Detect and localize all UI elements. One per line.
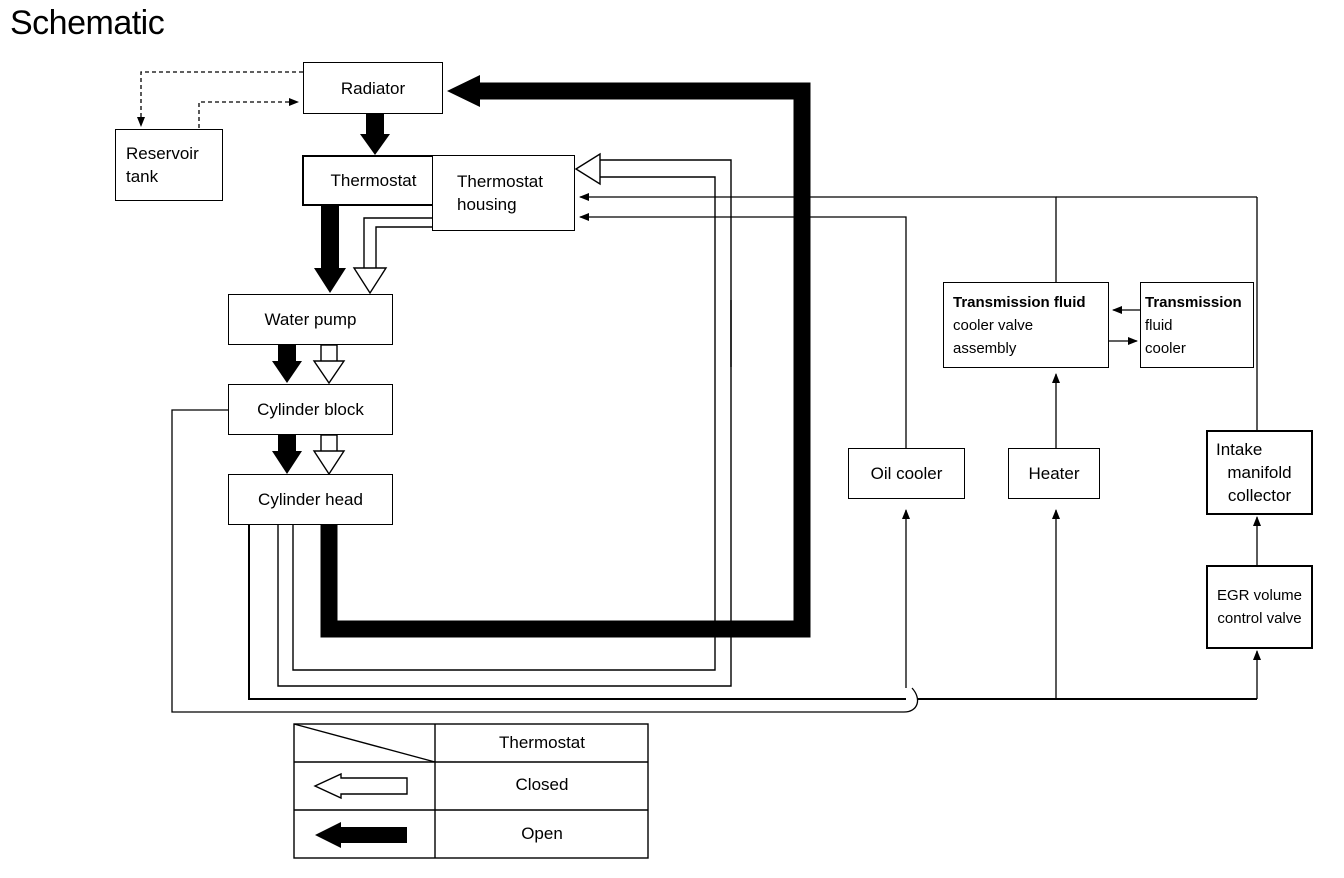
- legend-open-arrow-icon: [315, 822, 407, 848]
- radiator-label: Radiator: [340, 78, 406, 98]
- thermostat-housing-label-2: housing: [457, 195, 517, 214]
- legend-table: [293, 723, 649, 859]
- legend-open-label: Open: [521, 824, 563, 843]
- egr-valve-label-2: control valve: [1217, 610, 1302, 627]
- cylinder-head-box: Cylinder head: [228, 474, 393, 525]
- oil-cooler-label: Oil cooler: [870, 464, 943, 483]
- heater-box: Heater: [1008, 448, 1100, 499]
- thermostat-housing-label-1: Thermostat: [457, 172, 543, 191]
- intake-manifold-label-2: manifold: [1227, 463, 1292, 482]
- radiator-box: Radiator: [303, 62, 443, 114]
- page-title: Schematic: [10, 4, 165, 42]
- housing-inlet-outline-arrowhead: [574, 152, 601, 186]
- water-pump-label: Water pump: [264, 310, 357, 329]
- reservoir-tank-label-2: tank: [126, 167, 159, 186]
- heater-label: Heater: [1028, 464, 1080, 483]
- radiator-inlet-arrowhead: [447, 75, 480, 107]
- egr-valve-label-1: EGR volume: [1216, 587, 1303, 604]
- radiator-to-thermostat-arrow: [360, 114, 390, 155]
- block-to-head-arrows: [272, 434, 346, 476]
- tf-cooler-valve-label-2: cooler valve: [953, 316, 1034, 334]
- reservoir-dashed-lines: [137, 71, 303, 128]
- oil-cooler-box: Oil cooler: [848, 448, 965, 499]
- pump-to-block-arrows: [272, 344, 346, 385]
- auxiliary-circuit-lines: [171, 193, 1261, 713]
- transmission-fluid-cooler-box: Transmission fluid cooler: [1140, 282, 1254, 368]
- water-pump-box: Water pump: [228, 294, 393, 345]
- thermostat-to-pump-open-arrow: [314, 205, 346, 293]
- intake-manifold-collector-box: Intake manifold collector: [1206, 430, 1313, 515]
- legend-closed-label: Closed: [515, 775, 569, 794]
- egr-volume-control-valve-box: EGR volume control valve: [1206, 565, 1313, 649]
- tf-cooler-label-3: cooler: [1145, 339, 1186, 357]
- cylinder-block-box: Cylinder block: [228, 384, 393, 435]
- main-return-path-open: [320, 75, 811, 638]
- tf-cooler-label-1: Transmission: [1145, 293, 1242, 311]
- bypass-path-closed: [277, 159, 732, 687]
- thermostat-box: Thermostat: [302, 155, 445, 206]
- intake-manifold-label-1: Intake: [1216, 440, 1263, 459]
- legend-closed-arrow-icon: [313, 772, 408, 800]
- cylinder-block-label: Cylinder block: [257, 400, 364, 419]
- transmission-fluid-cooler-valve-box: Transmission fluid cooler valve assembly: [943, 282, 1109, 368]
- tf-cooler-label-2: fluid: [1145, 316, 1173, 334]
- tf-cooler-valve-label-1: Transmission fluid: [953, 293, 1086, 311]
- housing-bypass-closed-arrow: [352, 217, 433, 295]
- tf-cooler-valve-label-3: assembly: [953, 339, 1017, 357]
- intake-manifold-label-3: collector: [1227, 486, 1292, 505]
- legend-header: Thermostat: [499, 733, 585, 752]
- thermostat-label: Thermostat: [330, 171, 417, 190]
- thermostat-housing-box: Thermostat housing: [432, 155, 575, 231]
- reservoir-tank-box: Reservoir tank: [115, 129, 223, 201]
- cylinder-head-label: Cylinder head: [258, 490, 363, 509]
- reservoir-tank-label-1: Reservoir: [126, 144, 199, 163]
